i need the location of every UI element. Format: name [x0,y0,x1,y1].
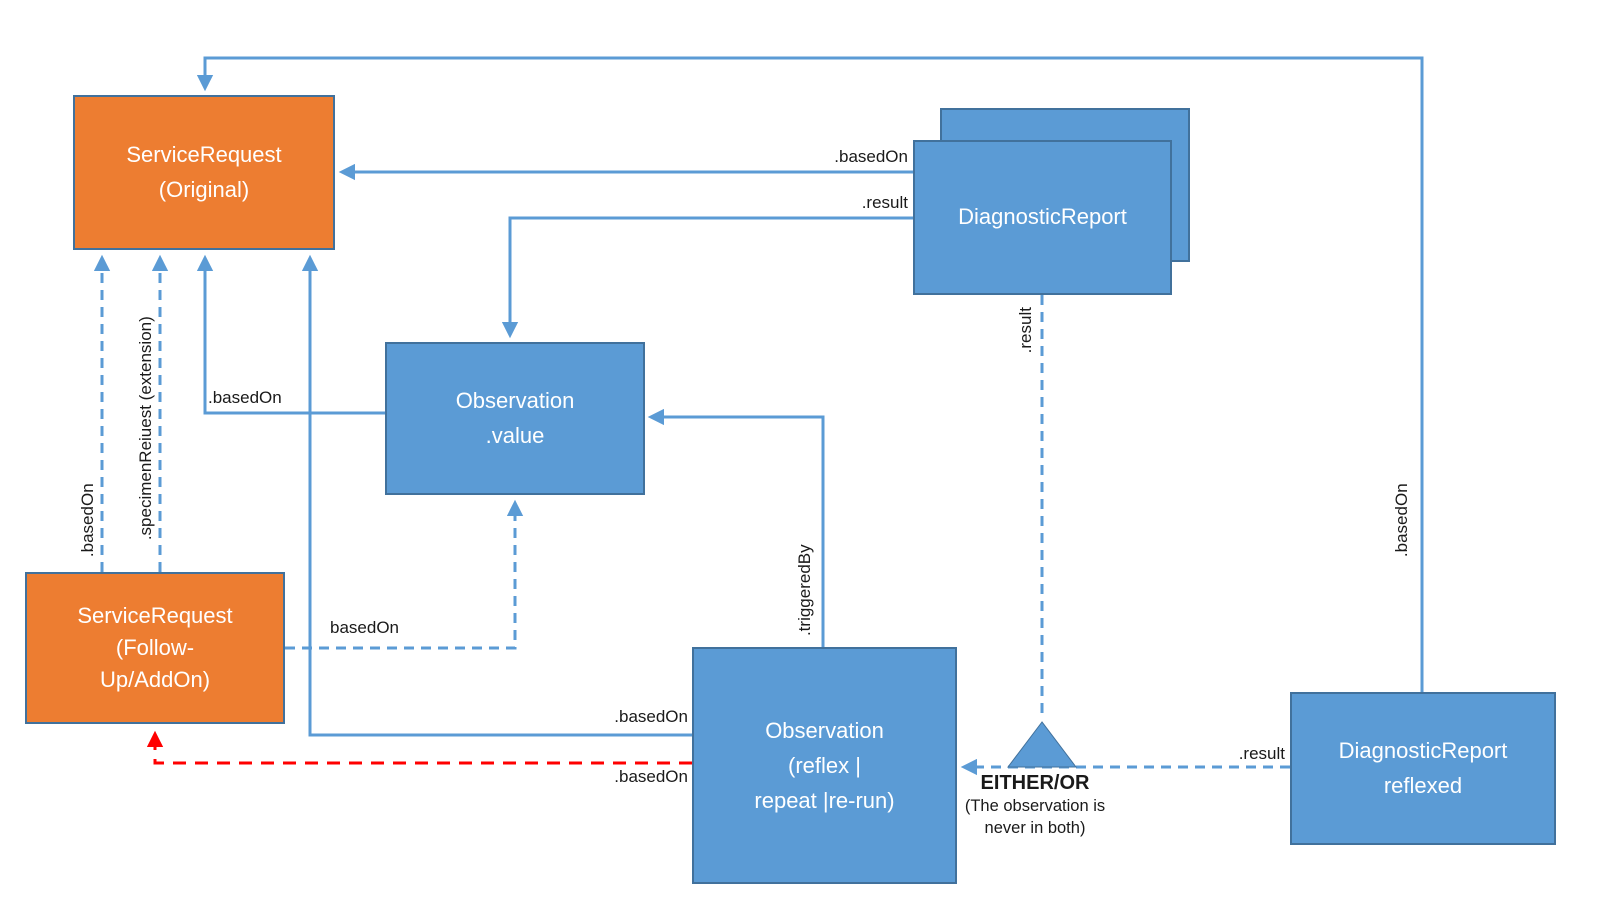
edge-dr-to-obsvalue-result [501,216,913,339]
either-or-annotation: EITHER/OR (The observation is never in b… [935,772,1135,840]
label-triggeredby: .triggeredBy [794,544,814,637]
node-servicerequest-followup: ServiceRequest (Follow- Up/AddOn) [25,572,285,724]
edge-followup-to-obsvalue-basedon [285,499,524,650]
edge-triggeredby [647,408,825,647]
either-or-note: (The observation is never in both) [964,797,1106,838]
node-diagnosticreport-reflexed: DiagnosticReport reflexed [1290,692,1556,845]
label-followup-basedon: .basedOn [77,483,97,558]
node-servicerequest-original: ServiceRequest (Original) [73,95,335,250]
either-or-title: EITHER/OR [980,772,1090,794]
label-followup-to-obsvalue-basedon: basedOn [330,618,399,637]
label-top-loop-basedon: .basedOn [1391,483,1411,558]
edge-obsvalue-to-sr-basedon [196,254,385,415]
edge-obsreflex-to-sr-basedon [301,254,692,737]
edge-top-loop-basedon [196,56,1424,692]
label-drreflexed-to-obsreflex-result: .result [1238,744,1285,763]
node-diagnosticreport: DiagnosticReport [913,140,1172,295]
label-red-basedon: .basedOn [614,767,688,786]
edge-obsreflex-to-followup-basedon-red [146,730,692,765]
label-followup-specimenrequest: .specimenReiuest (extension) [135,316,155,541]
label-dr-to-obsvalue-result: .result [861,193,908,212]
node-observation-value: Observation .value [385,342,645,495]
label-obsvalue-to-sr-basedon: .basedOn [208,388,282,407]
label-dr-to-sr-basedon: .basedOn [834,147,908,166]
label-obsreflex-to-sr-basedon: .basedOn [614,707,688,726]
either-or-triangle [1006,721,1078,768]
label-dr-to-eitheror-result: .result [1015,307,1035,354]
node-observation-reflex: Observation (reflex | repeat |re-run) [692,647,957,884]
